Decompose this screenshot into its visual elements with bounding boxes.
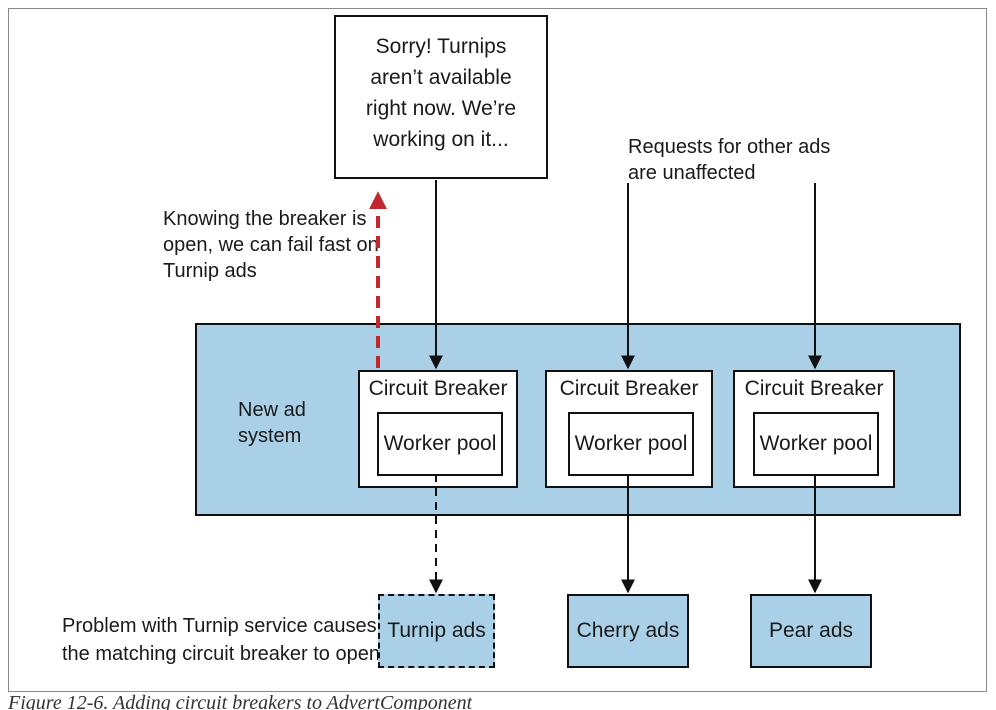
error-message-box: Sorry! Turnips aren’t available right no…	[334, 15, 548, 179]
system-label: New ad system	[238, 399, 306, 447]
figure-frame	[8, 8, 987, 692]
circuit-breaker-turnip: Circuit Breaker Worker pool	[358, 370, 518, 488]
figure-caption: Figure 12-6. Adding circuit breakers to …	[8, 692, 473, 710]
error-message-text: Sorry! Turnips aren’t available right no…	[365, 35, 517, 151]
worker-pool: Worker pool	[377, 412, 503, 476]
turnip-problem-annotation: Problem with Turnip service causes the m…	[62, 615, 380, 665]
circuit-breaker-pear: Circuit Breaker Worker pool	[733, 370, 895, 488]
worker-pool: Worker pool	[568, 412, 694, 476]
circuit-breaker-cherry: Circuit Breaker Worker pool	[545, 370, 713, 488]
circuit-breaker-title: Circuit Breaker	[744, 377, 884, 400]
pear-ads-service: Pear ads	[750, 594, 872, 668]
cherry-ads-service: Cherry ads	[567, 594, 689, 668]
circuit-breaker-title: Circuit Breaker	[368, 377, 508, 400]
circuit-breaker-title: Circuit Breaker	[559, 377, 699, 400]
worker-pool: Worker pool	[753, 412, 879, 476]
fail-fast-annotation: Knowing the breaker is open, we can fail…	[163, 208, 379, 282]
other-ads-annotation: Requests for other ads are unaffected	[628, 136, 831, 184]
turnip-ads-service: Turnip ads	[378, 594, 495, 668]
